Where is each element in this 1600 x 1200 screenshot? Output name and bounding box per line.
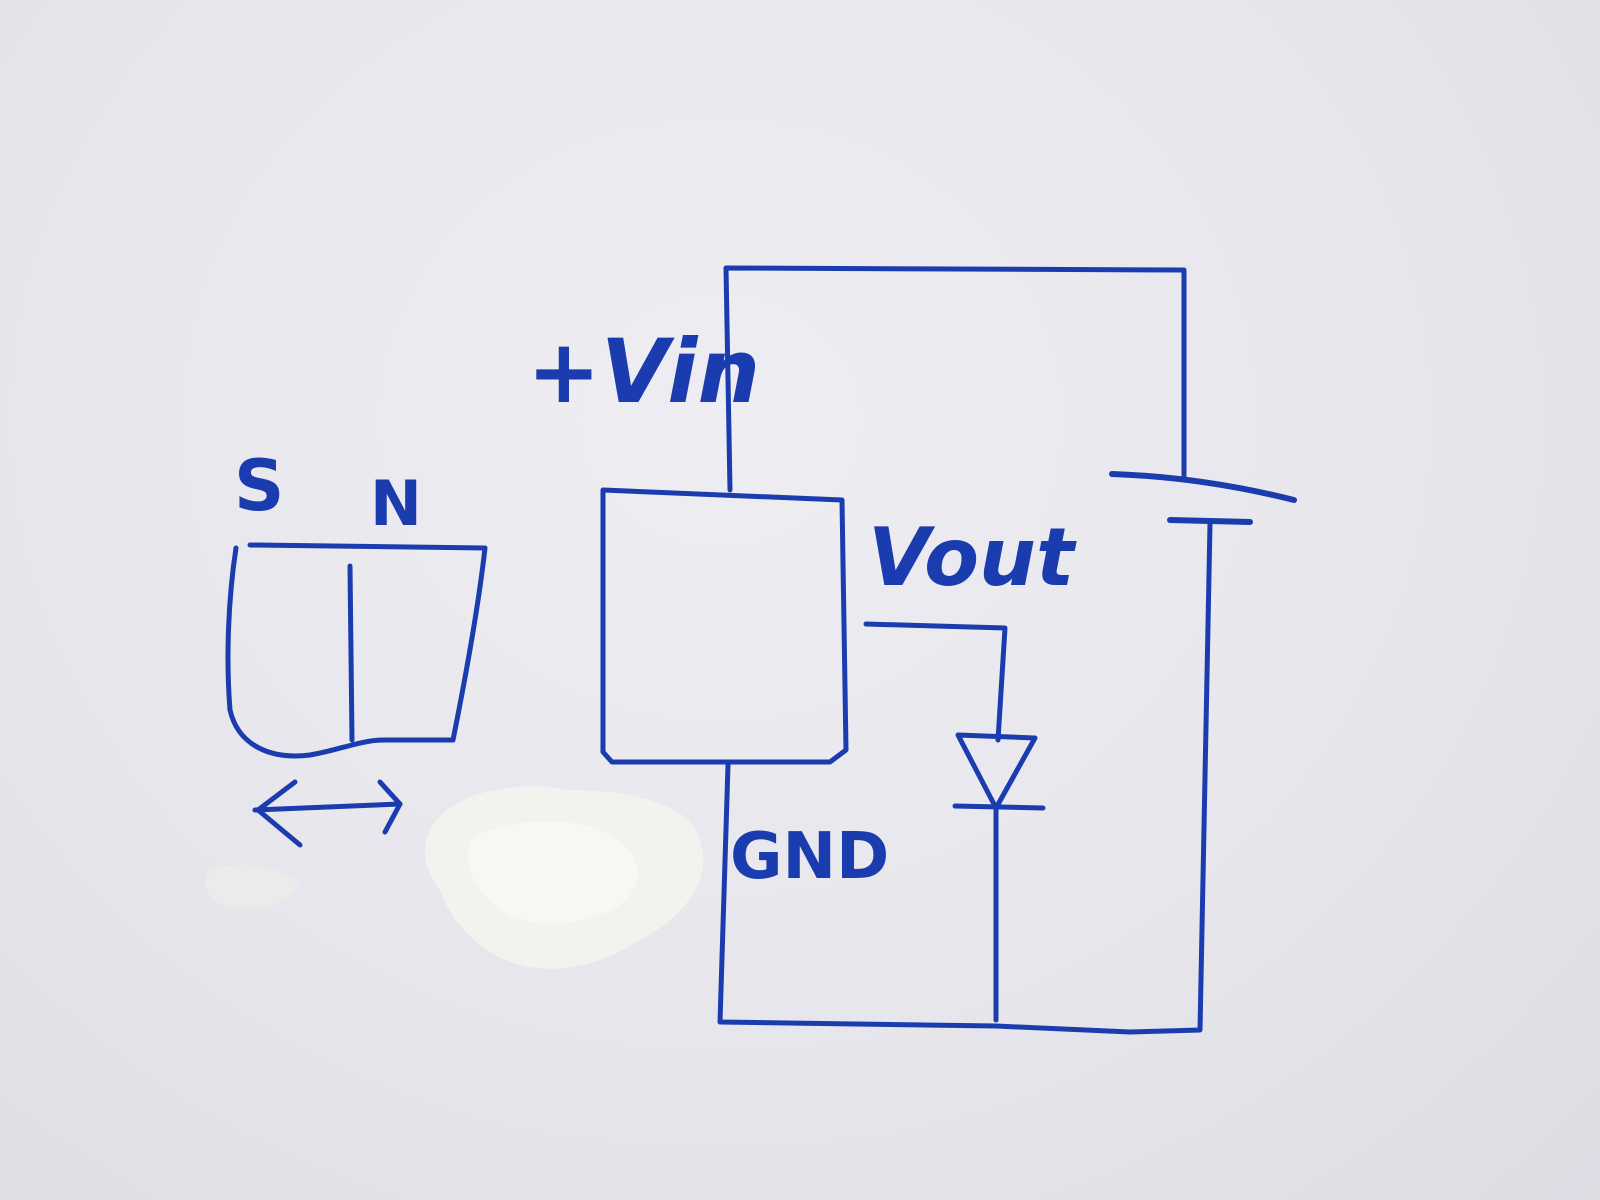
magnet-left-bottom-edge — [225, 545, 456, 759]
double-arrow-icon — [252, 779, 403, 848]
glue-smudge — [204, 786, 704, 969]
label-vin: +Vin — [527, 320, 760, 423]
diode-symbol — [952, 732, 1046, 1023]
magnet-top-edge — [247, 542, 488, 551]
vin-wire — [723, 265, 1187, 493]
ground-wire — [717, 762, 1133, 1035]
label-n: N — [370, 467, 422, 540]
magnet-right-edge — [450, 545, 488, 743]
battery-symbol — [1109, 471, 1297, 525]
battery-negative-wire — [1127, 521, 1213, 1035]
hall-sensor-box — [600, 487, 849, 765]
vout-wire — [863, 621, 1008, 743]
magnet-pole-divider — [347, 563, 355, 743]
label-vout: Vout — [868, 511, 1077, 604]
label-s: S — [234, 445, 284, 527]
magnet-symbol — [225, 542, 488, 759]
label-gnd: GND — [730, 820, 889, 894]
